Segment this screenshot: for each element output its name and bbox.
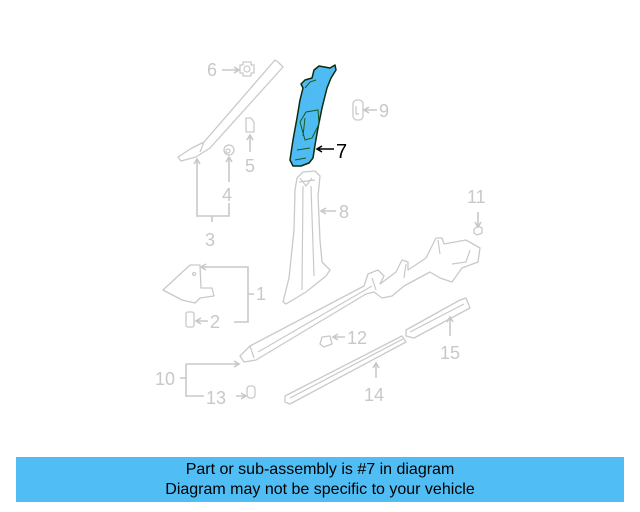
- leader-10: [180, 360, 241, 397]
- callout-1: 1: [256, 284, 266, 304]
- callout-14: 14: [364, 385, 384, 405]
- part-4-grommet[interactable]: [223, 144, 235, 156]
- parts-diagram: 6 5 4 3 7 9 8 11: [155, 59, 486, 408]
- leader-14: [372, 361, 380, 378]
- leader-3: [193, 157, 230, 222]
- leader-4: [225, 155, 233, 182]
- leader-9: [362, 106, 377, 114]
- info-banner: Part or sub-assembly is #7 in diagram Di…: [16, 457, 624, 502]
- banner-part-note: Part or sub-assembly is #7 in diagram: [185, 461, 455, 478]
- callout-9: 9: [379, 101, 389, 121]
- part-10-rocker-trim[interactable]: [239, 237, 481, 363]
- part-2-clip[interactable]: [185, 311, 195, 328]
- callout-10: 10: [155, 369, 175, 389]
- part-9-clip[interactable]: [352, 99, 364, 121]
- leader-13: [236, 392, 248, 400]
- banner-disclaimer: Diagram may not be specific to your vehi…: [165, 481, 475, 498]
- leader-6: [222, 66, 241, 74]
- callout-11: 11: [467, 187, 486, 207]
- part-13-clip[interactable]: [246, 385, 256, 399]
- leader-8: [319, 207, 336, 215]
- callout-12: 12: [347, 328, 367, 348]
- part-3-a-pillar-trim[interactable]: [177, 59, 284, 162]
- callout-2: 2: [210, 312, 220, 332]
- callout-3: 3: [205, 230, 215, 250]
- callout-13: 13: [206, 388, 226, 408]
- leader-11: [474, 212, 482, 229]
- leader-5: [246, 133, 254, 152]
- leader-1: [199, 263, 254, 323]
- part-7-pillar-trim-highlighted[interactable]: [289, 64, 337, 167]
- part-6-clip[interactable]: [239, 61, 255, 77]
- callout-7: 7: [336, 141, 347, 163]
- part-1-bracket[interactable]: [162, 264, 215, 304]
- part-8-b-pillar-lower-trim[interactable]: [282, 170, 331, 305]
- callout-15: 15: [440, 343, 460, 363]
- part-5-clip[interactable]: [245, 117, 255, 133]
- leader-15: [446, 315, 454, 336]
- part-14-sill-strip[interactable]: [284, 335, 407, 405]
- callout-8: 8: [339, 202, 349, 222]
- callout-6: 6: [207, 60, 217, 80]
- callout-4: 4: [222, 185, 232, 205]
- leader-12: [331, 333, 345, 341]
- part-12-clip[interactable]: [319, 335, 333, 348]
- part-15-step-plate[interactable]: [405, 297, 471, 339]
- leader-7: [315, 145, 334, 153]
- leader-2: [194, 317, 208, 325]
- callout-5: 5: [245, 156, 255, 176]
